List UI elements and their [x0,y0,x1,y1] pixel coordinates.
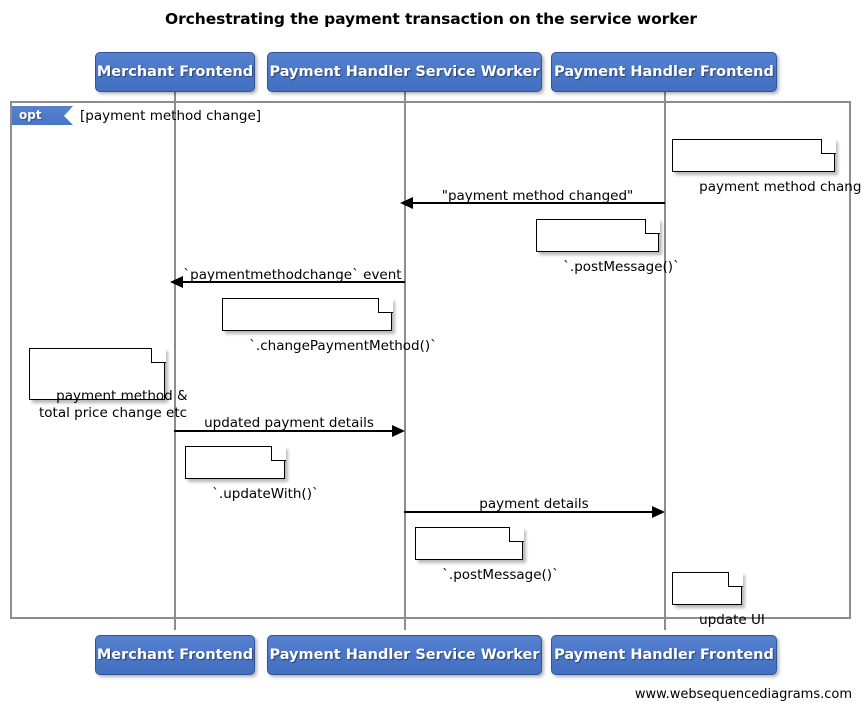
participant-top-payment-handler-frontend[interactable]: Payment Handler Frontend [551,52,777,92]
participant-bottom-payment-handler-service-worker[interactable]: Payment Handler Service Worker [267,635,542,675]
message-arrowhead-payment-details [652,506,665,518]
participant-label: Payment Handler Service Worker [269,64,540,80]
note-fold-icon [508,526,524,542]
note-payment-method-changed: payment method changed [672,138,862,195]
message-line-payment-method-changed [411,202,665,204]
note-text: payment method & total price change etc [39,388,188,421]
message-line-paymentmethodchange-event [181,281,405,283]
participant-top-payment-handler-service-worker[interactable]: Payment Handler Service Worker [267,52,542,92]
opt-fragment-tab: opt [12,106,73,125]
page-title: Orchestrating the payment transaction on… [165,10,697,28]
footer-watermark-url: www.websequencediagrams.com [634,687,852,702]
note-change-payment-method: `.changePaymentMethod()` [222,297,437,354]
note-payment-method-total-price: payment method & total price change etc [29,347,188,421]
lifeline-merchant-frontend [174,90,176,630]
note-fold-icon [270,445,286,461]
note-fold-icon [727,571,743,587]
note-update-with: `.updateWith()` [185,445,319,502]
message-line-payment-details [404,511,652,513]
message-arrowhead-payment-method-changed [400,197,413,209]
participant-label: Merchant Frontend [96,647,254,663]
participant-label: Payment Handler Service Worker [269,647,540,663]
message-label-updated-payment-details: updated payment details [204,415,374,431]
note-fold-icon [150,347,166,363]
participant-label: Merchant Frontend [96,64,254,80]
message-label-paymentmethodchange-event: `paymentmethodchange` event [183,267,402,283]
opt-fragment-tab-label: opt [19,108,42,122]
participant-bottom-merchant-frontend[interactable]: Merchant Frontend [95,635,255,675]
message-line-updated-payment-details [174,430,392,432]
message-label-payment-method-changed: "payment method changed" [441,188,634,204]
opt-fragment-frame [10,101,851,619]
note-text: `.changePaymentMethod()` [249,338,437,354]
message-arrowhead-updated-payment-details [392,425,405,437]
participant-label: Payment Handler Frontend [554,647,774,663]
note-update-ui: update UI [672,571,765,628]
message-arrowhead-paymentmethodchange-event [170,276,183,288]
opt-fragment-guard: [payment method change] [80,108,262,124]
note-post-message-1: `.postMessage()` [536,218,680,275]
note-post-message-2: `.postMessage()` [415,526,559,583]
note-fold-icon [377,297,393,313]
note-text: `.updateWith()` [212,486,319,502]
note-text: `.postMessage()` [563,259,680,275]
lifeline-payment-handler-frontend [664,90,666,630]
lifeline-payment-handler-service-worker [404,90,406,630]
participant-bottom-payment-handler-frontend[interactable]: Payment Handler Frontend [551,635,777,675]
participant-top-merchant-frontend[interactable]: Merchant Frontend [95,52,255,92]
participant-label: Payment Handler Frontend [554,64,774,80]
note-text: payment method changed [699,179,862,195]
note-fold-icon [644,218,660,234]
note-text: `.postMessage()` [442,567,559,583]
message-label-payment-details: payment details [479,496,589,512]
note-text: update UI [699,612,765,628]
note-fold-icon [820,138,836,154]
